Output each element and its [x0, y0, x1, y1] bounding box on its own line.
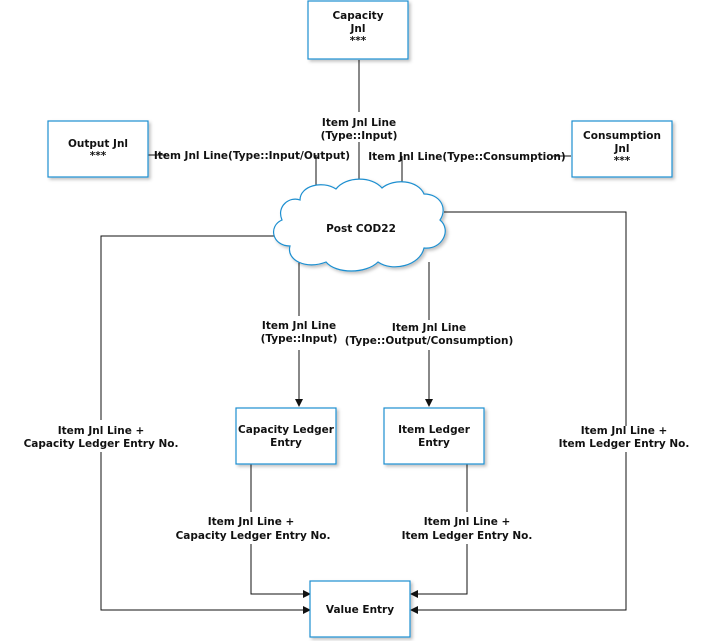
label-output-to-post: Item Jnl Line(Type::Input/Output) — [154, 150, 350, 162]
connector-post-to-value-right — [410, 211, 627, 614]
node-consumption-jnl[interactable]: Consumption Jnl *** — [571, 120, 673, 178]
connector-post-to-capacity-ledger — [295, 257, 303, 407]
label-capacity-to-post-line1: Item Jnl Line — [322, 117, 396, 129]
node-consumption-jnl-line2: Jnl — [614, 143, 630, 155]
node-item-ledger-entry-line2: Entry — [418, 437, 450, 449]
label-post-to-value-right-line1: Item Jnl Line + — [581, 425, 668, 437]
node-output-jnl-line2: *** — [90, 150, 107, 162]
label-post-to-item-ledger-line1: Item Jnl Line — [392, 322, 466, 334]
node-consumption-jnl-line3: *** — [614, 155, 631, 167]
node-capacity-ledger-entry-line2: Entry — [270, 437, 302, 449]
node-consumption-jnl-box — [571, 120, 673, 178]
node-post-cod22-label: Post COD22 — [326, 223, 396, 235]
node-capacity-ledger-entry-box — [235, 407, 337, 465]
label-capacity-to-post-line2: (Type::Input) — [321, 130, 398, 142]
label-post-to-capacity-ledger-line2: (Type::Input) — [261, 333, 338, 345]
node-post-cod22[interactable]: Post COD22 — [273, 178, 446, 272]
node-capacity-ledger-entry[interactable]: Capacity Ledger Entry — [235, 407, 337, 465]
node-value-entry[interactable]: Value Entry — [309, 580, 411, 638]
node-capacity-jnl[interactable]: Capacity Jnl *** — [307, 0, 409, 60]
label-item-ledger-to-value-line1: Item Jnl Line + — [424, 516, 511, 528]
node-capacity-ledger-entry-line1: Capacity Ledger — [238, 424, 335, 436]
node-value-entry-box — [309, 580, 411, 638]
node-capacity-jnl-line3: *** — [350, 35, 367, 47]
label-consumption-to-post: Item Jnl Line(Type::Consumption) — [368, 151, 565, 163]
node-item-ledger-entry-box — [383, 407, 485, 465]
label-capacity-ledger-to-value-line2: Capacity Ledger Entry No. — [176, 530, 331, 542]
connector-post-to-value-left — [100, 235, 311, 614]
label-post-to-capacity-ledger-line1: Item Jnl Line — [262, 320, 336, 332]
node-capacity-jnl-line2: Jnl — [350, 23, 366, 35]
node-output-jnl-line1: Output Jnl — [68, 138, 128, 150]
label-capacity-ledger-to-value-line1: Item Jnl Line + — [208, 516, 295, 528]
node-item-ledger-entry[interactable]: Item Ledger Entry — [383, 407, 485, 465]
label-item-ledger-to-value-line2: Item Ledger Entry No. — [402, 530, 533, 542]
node-output-jnl[interactable]: Output Jnl *** — [47, 120, 149, 178]
node-item-ledger-entry-line1: Item Ledger — [398, 424, 471, 436]
connector-capacity-ledger-to-value — [250, 464, 311, 598]
node-capacity-jnl-box — [307, 0, 409, 60]
label-post-to-value-left-line1: Item Jnl Line + — [58, 425, 145, 437]
connector-item-ledger-to-value — [410, 464, 468, 598]
label-post-to-value-left-line2: Capacity Ledger Entry No. — [24, 438, 179, 450]
node-post-cod22-cloud — [273, 178, 446, 272]
label-post-to-item-ledger-line2: (Type::Output/Consumption) — [345, 335, 514, 347]
node-capacity-jnl-line1: Capacity — [332, 10, 383, 22]
label-post-to-value-right-line2: Item Ledger Entry No. — [559, 438, 690, 450]
connector-post-to-item-ledger — [425, 262, 433, 407]
node-value-entry-label: Value Entry — [326, 604, 394, 616]
node-output-jnl-box — [47, 120, 149, 178]
node-consumption-jnl-line1: Consumption — [583, 130, 661, 142]
